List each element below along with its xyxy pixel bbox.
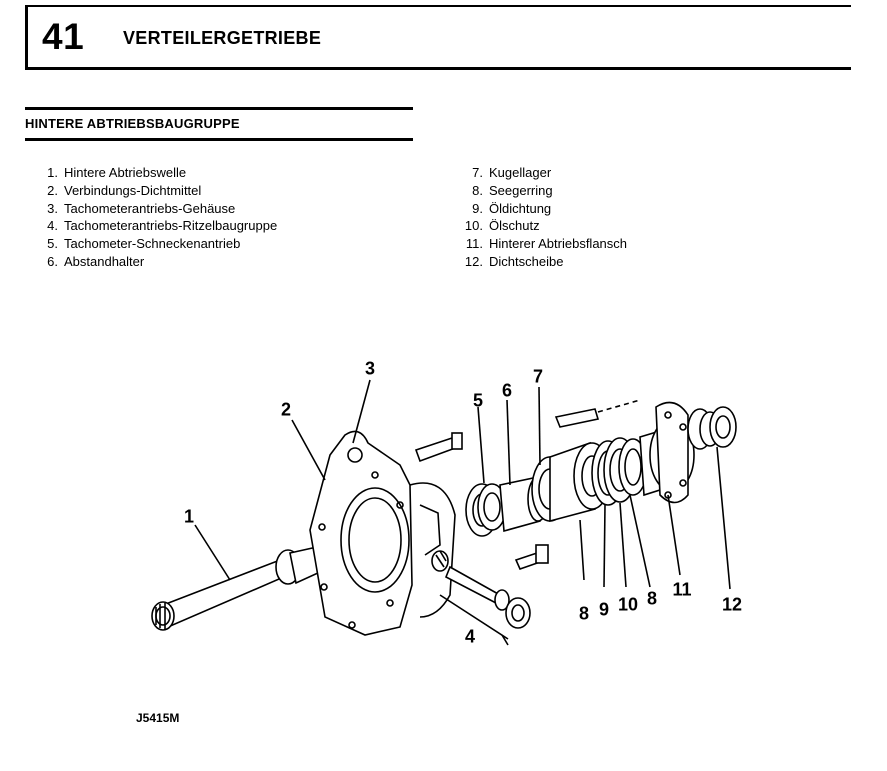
bolts-part [414, 399, 641, 570]
callout-5: 5 [472, 390, 484, 411]
leader-lines [194, 379, 731, 590]
sealing-washer-part [699, 406, 737, 448]
exploded-view-drawing: 1 2 3 4 5 6 7 8 9 10 8 11 12 [120, 355, 770, 655]
output-flange-part [639, 401, 713, 504]
chapter-number: 41 [42, 16, 85, 57]
legend-item: 9.Öldichtung [472, 200, 552, 216]
pinion-assembly-part [431, 550, 531, 646]
legend-item: 7.Kugellager [472, 165, 552, 180]
callout-7: 7 [532, 366, 544, 387]
legend-item: 6.Abstandhalter [47, 253, 145, 269]
legend-item: 4.Tachometerantriebs-Ritzelbaugruppe [47, 218, 278, 234]
legend-item: 2.Verbindungs-Dichtmittel [47, 182, 202, 198]
callout-6: 6 [501, 380, 513, 401]
callout-12: 12 [721, 594, 743, 615]
parts-legend-left: 1.Hintere Abtriebswelle 2.Verbindungs-Di… [30, 164, 277, 271]
callout-4: 4 [464, 626, 476, 647]
callout-9: 9 [598, 599, 610, 620]
callout-1: 1 [183, 506, 195, 527]
parts-legend-right: 7.Kugellager 8.Seegerring 9.Öldichtung 1… [455, 164, 627, 271]
legend-item: 10.Ölschutz [464, 218, 540, 234]
callout-2: 2 [280, 399, 292, 420]
legend-item: 8.Seegerring [472, 182, 553, 198]
tachometer-housing-part [309, 430, 456, 636]
section-title: HINTERE ABTRIEBSBAUGRUPPE [25, 116, 240, 131]
legend-item: 11.Hinterer Abtriebsflansch [465, 236, 628, 252]
section-rule-top [25, 107, 413, 110]
callout-10: 10 [617, 594, 639, 615]
callout-11: 11 [672, 579, 692, 600]
seal-rings-part [591, 437, 648, 506]
chapter-header: 41 VERTEILERGETRIEBE [25, 5, 851, 70]
chapter-title: VERTEILERGETRIEBE [123, 28, 322, 48]
exploded-view-illustration [151, 379, 737, 646]
figure-code: J5415M [136, 711, 180, 725]
worm-gear-part [465, 483, 507, 537]
legend-item: 5.Tachometer-Schneckenantrieb [47, 236, 241, 252]
section-rule-bottom [25, 138, 413, 141]
callout-8b: 8 [646, 588, 658, 609]
legend-item: 3.Tachometerantriebs-Gehäuse [47, 200, 236, 216]
callout-3: 3 [364, 358, 376, 379]
legend-item: 12.Dichtscheibe [464, 253, 564, 269]
callout-8a: 8 [578, 603, 590, 624]
legend-item: 1.Hintere Abtriebswelle [47, 165, 187, 180]
